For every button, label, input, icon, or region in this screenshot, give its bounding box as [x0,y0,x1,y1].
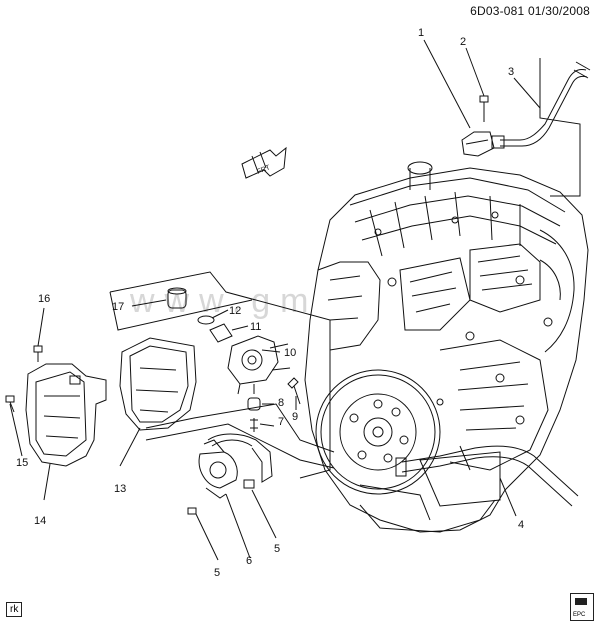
callout-6: 6 [246,555,252,567]
group-frames [109,271,335,479]
heat-shield-13 [119,337,197,431]
diagram-code: 6D03-081 [470,4,525,18]
diagram-header: 6D03-081 01/30/2008 [470,4,590,18]
bolt-15 [5,395,15,413]
callout-8: 8 [278,397,284,409]
publisher-logo: EPC [570,593,594,621]
insulator-17 [167,287,187,309]
callout-14: 14 [34,515,46,527]
pump-bracket-6 [187,433,273,515]
logo-mark [575,598,587,605]
corner-tag: rk [6,602,23,617]
callout-13: 13 [114,483,126,495]
front-direction-arrow [241,146,287,179]
callout-16: 16 [38,293,50,305]
lower-hose [395,445,579,507]
pump [227,335,291,395]
fitting-7 [250,418,258,432]
upper-tube-assembly [461,58,591,197]
callout-7: 7 [278,416,284,428]
bolt-2 [479,95,489,122]
front-arrow-label: FRT [256,164,272,176]
leader-lines [9,39,541,561]
engine-assembly [304,161,589,533]
callout-1: 1 [418,27,424,39]
callout-17: 17 [112,301,124,313]
callout-12: 12 [229,305,241,317]
cap-8 [247,397,261,411]
bolt-16 [33,345,43,362]
flywheel [315,369,441,495]
callout-labels: 1 2 3 4 5 5 6 7 8 9 10 11 12 13 14 15 16… [16,27,524,579]
diagram-date: 01/30/2008 [527,4,590,18]
callout-5b: 5 [274,543,280,555]
callout-5a: 5 [214,567,220,579]
callout-4: 4 [518,519,524,531]
logo-text: EPC [573,612,586,618]
callout-3: 3 [508,66,514,78]
gasket-11 [209,323,233,343]
outer-shield-14 [25,363,107,467]
callout-11: 11 [250,321,261,333]
seal-12 [197,315,215,325]
callout-15: 15 [16,457,28,469]
callout-2: 2 [460,36,466,48]
callout-10: 10 [284,347,296,359]
callout-9: 9 [292,411,298,423]
bolt-9 [287,377,301,405]
